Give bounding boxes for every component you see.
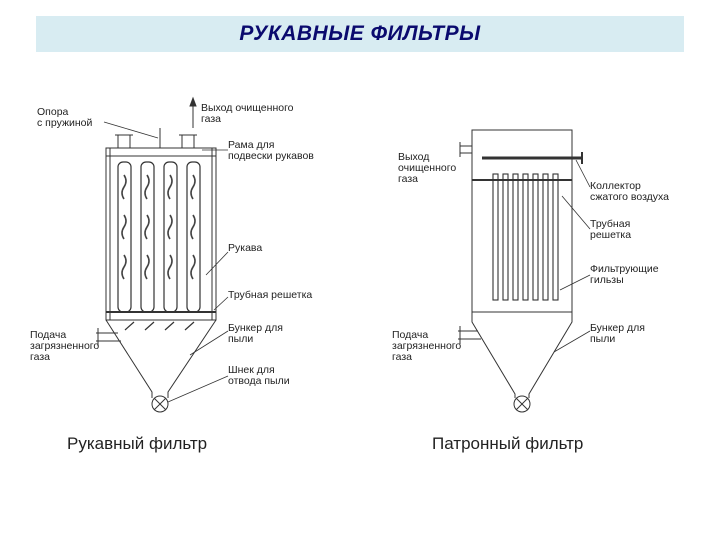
label-tube-sheet-right: Трубная решетка [590,218,632,241]
label-hopper-left: Бункер для пыли [228,322,283,345]
label-outlet-right: Выход очищенного газа [398,151,457,185]
title-bar: РУКАВНЫЕ ФИЛЬТРЫ [36,16,684,52]
bag-filter-housing [105,147,217,321]
label-bags: Рукава [228,242,263,254]
bag-filter-drawing [96,96,229,413]
caption-bag-filter: Рукавный фильтр [67,434,208,453]
label-tube-sheet-left: Трубная решетка [228,289,313,301]
bag-hopper [105,319,153,398]
label-support: Опора с пружиной [37,106,93,129]
label-inlet-right: Подача загрязненного газа [392,329,462,363]
page-title: РУКАВНЫЕ ФИЛЬТРЫ [239,22,481,45]
label-hopper-right: Бункер для пыли [590,322,645,345]
cartridge-hopper [471,312,516,398]
label-screw: Шнек для отвода пыли [228,364,290,387]
label-inlet-left: Подача загрязненного газа [30,329,100,363]
label-frame: Рама для подвески рукавов [228,139,314,162]
caption-cartridge-filter: Патронный фильтр [432,434,584,453]
cartridge-filter-housing [471,129,573,313]
label-collector: Коллектор сжатого воздуха [590,180,670,203]
cartridge-filter-drawing [458,129,591,413]
label-outlet-left: Выход очищенного газа [201,102,294,125]
label-cartridges: Фильтрующие гильзы [590,263,659,286]
screw-conveyor [151,395,169,413]
cartridges-group [492,173,559,301]
bags-group [117,161,201,313]
cartridge-screw [513,395,531,413]
